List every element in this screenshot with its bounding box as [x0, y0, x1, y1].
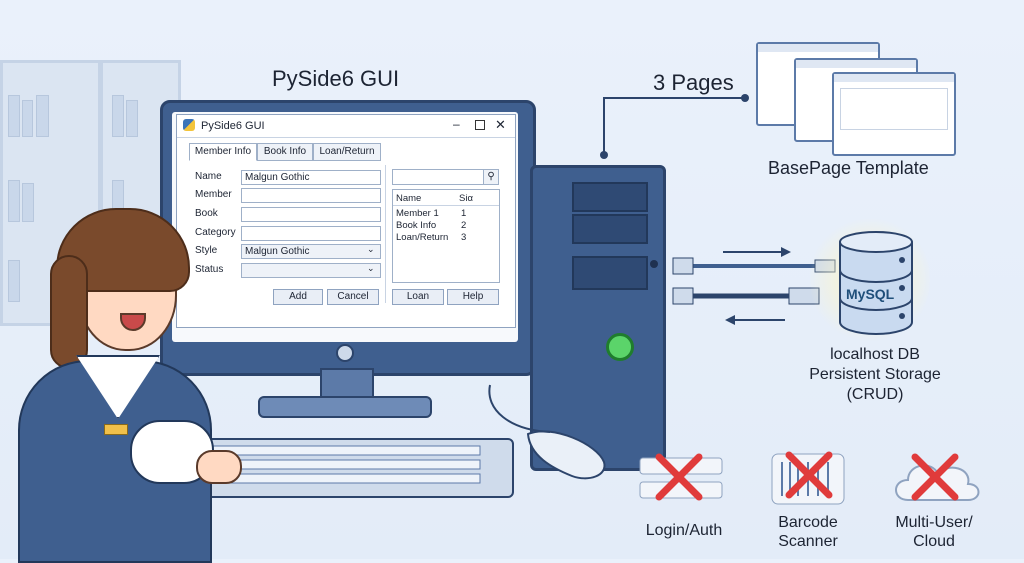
window-title: PySide6 GUI [201, 120, 265, 132]
person-sleeve [130, 420, 214, 484]
person-mouth [120, 313, 146, 331]
python-icon [183, 119, 195, 131]
book [8, 180, 20, 222]
person-hair-back [50, 255, 88, 369]
database-icon [839, 231, 913, 335]
mysql-logo: MySQL [846, 286, 895, 302]
chevron-down-icon: ⌄ [367, 244, 375, 254]
book-field[interactable] [241, 207, 381, 222]
field-label-name: Name [195, 171, 222, 182]
barcode-scanner-cross-icon [785, 451, 833, 499]
usb-port [650, 260, 658, 268]
person-hand [196, 450, 242, 484]
field-label-category: Category [195, 227, 236, 238]
field-label-status: Status [195, 264, 224, 275]
panel-divider [385, 165, 386, 303]
pages-label: 3 Pages [653, 70, 734, 95]
book [112, 95, 124, 137]
multi-user-cloud-cross-icon [911, 453, 959, 501]
mouse-cable [488, 384, 551, 433]
field-label-member: Member [195, 189, 232, 200]
cancel-button[interactable]: Cancel [327, 289, 379, 305]
app-window: PySide6 GUI – ✕ Member Info Book Info Lo… [176, 114, 516, 328]
name-field[interactable]: Malgun Gothic [241, 170, 381, 185]
book [8, 260, 20, 302]
db-label-line2: Persistent Storage [809, 366, 941, 383]
mouse [526, 430, 606, 480]
search-icon[interactable]: ⚲ [483, 169, 499, 185]
list-item-value: 1 [461, 208, 467, 219]
excluded-label-barcode-scanner: Barcode Scanner [778, 514, 838, 550]
book [36, 95, 49, 137]
maximize-icon[interactable] [475, 120, 485, 130]
member-field[interactable] [241, 188, 381, 203]
list-item[interactable]: Member 1 [396, 208, 439, 219]
list-box[interactable]: Name Siα Member 1 1 Book Info 2 Loan/Ret… [392, 189, 500, 283]
excluded-label-login-auth: Login/Auth [645, 522, 723, 539]
list-item-value: 2 [461, 220, 467, 231]
book [22, 100, 33, 137]
book [8, 95, 20, 137]
drive-bay [572, 256, 648, 290]
add-button[interactable]: Add [273, 289, 323, 305]
monitor-base [258, 396, 432, 418]
login-auth-cross-icon [655, 453, 703, 501]
power-button-icon [606, 333, 634, 361]
chevron-down-icon: ⌄ [367, 263, 375, 273]
monitor-power-button [336, 344, 354, 362]
db-label-line1: localhost DB [830, 346, 920, 363]
category-field[interactable] [241, 226, 381, 241]
diagram-title: PySide6 GUI [272, 66, 400, 91]
window-titlebar: PySide6 GUI – ✕ [177, 115, 515, 138]
search-input[interactable] [392, 169, 484, 185]
field-label-book: Book [195, 208, 218, 219]
loan-button[interactable]: Loan [392, 289, 444, 305]
db-label-line3: (CRUD) [846, 386, 904, 403]
list-item[interactable]: Loan/Return [396, 232, 449, 243]
tab-member-info[interactable]: Member Info [189, 143, 257, 161]
list-item-value: 3 [461, 232, 467, 243]
list-header-underline [393, 205, 499, 206]
tab-book-info[interactable]: Book Info [257, 143, 313, 161]
tab-loan-return[interactable]: Loan/Return [313, 143, 381, 161]
status-select[interactable] [241, 263, 381, 278]
book [22, 183, 34, 222]
field-label-style: Style [195, 245, 218, 256]
name-badge [104, 424, 128, 435]
drive-bay [572, 214, 648, 244]
template-label: BasePage Template [768, 158, 929, 178]
list-header-size: Siα [459, 193, 473, 204]
pages-connector [600, 94, 749, 159]
keyboard-keys [200, 445, 481, 484]
minimize-icon[interactable]: – [453, 117, 460, 131]
help-button[interactable]: Help [447, 289, 499, 305]
book [126, 100, 138, 137]
drive-bay [572, 182, 648, 212]
list-header-name: Name [396, 193, 422, 204]
list-item[interactable]: Book Info [396, 220, 437, 231]
page-thumbnail [832, 72, 956, 156]
style-select[interactable]: Malgun Gothic [241, 244, 381, 259]
close-icon[interactable]: ✕ [495, 117, 506, 132]
excluded-label-multi-user-cloud: Multi-User/ Cloud [895, 514, 973, 550]
